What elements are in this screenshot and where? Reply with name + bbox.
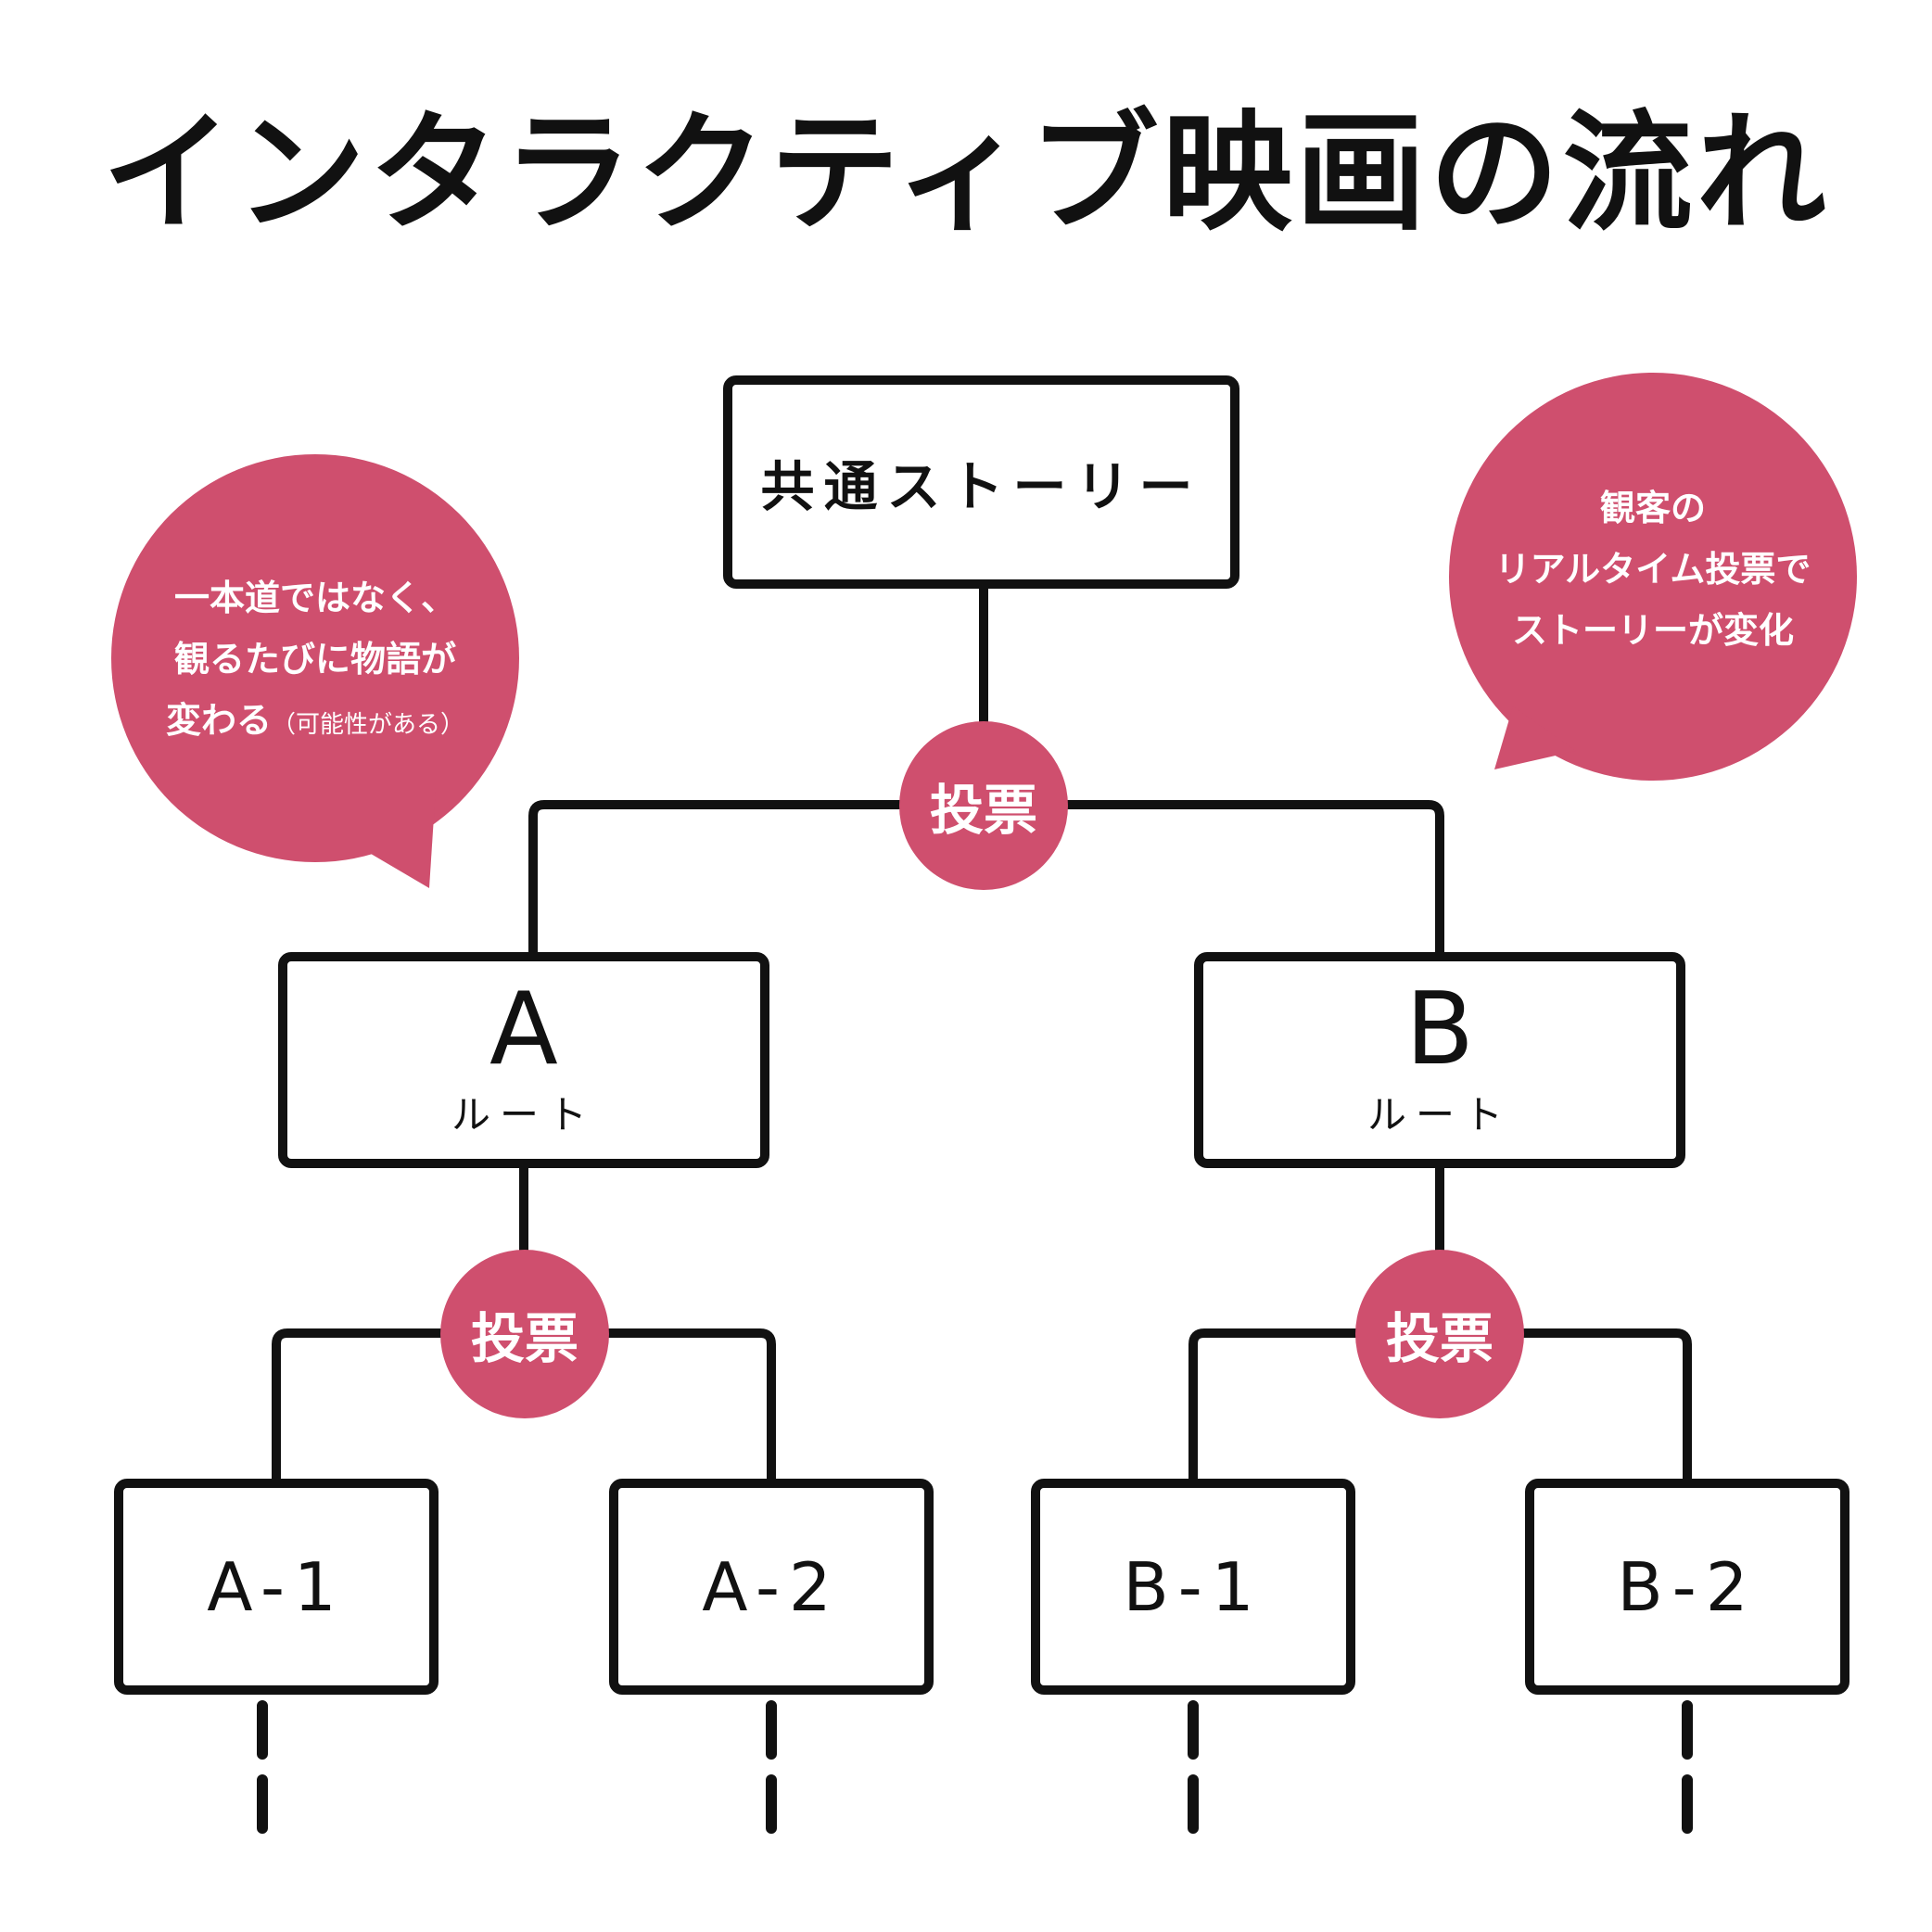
node-a1-label: A-1 [207, 1547, 346, 1626]
bubble-right-line3: ストーリーが変化 [1511, 610, 1794, 651]
node-common-story-label: 共通ストーリー [760, 455, 1202, 518]
node-a1: A-1 [114, 1479, 439, 1695]
node-b2-label: B-2 [1617, 1547, 1758, 1626]
bubble-right-line2: リアルタイム投票で [1494, 549, 1811, 590]
route-b-sub: ルート [1366, 1092, 1512, 1138]
node-common-story: 共通ストーリー [723, 375, 1239, 589]
bubble-left: 一本道ではなく、 観るたびに物語が 変わる（可能性がある） [139, 567, 491, 756]
bubble-left-shape [111, 454, 519, 888]
node-b1-label: B-1 [1123, 1547, 1264, 1626]
node-route-b: B ルート [1194, 952, 1685, 1168]
page-title: インタラクティブ映画の流れ [102, 97, 1830, 249]
bubble-right: 観客の リアルタイム投票で ストーリーが変化 [1468, 477, 1838, 661]
vote-label: 投票 [1385, 1307, 1493, 1370]
node-b1: B-1 [1031, 1479, 1355, 1695]
vote-badge-top: 投票 [899, 721, 1068, 890]
bubble-left-line2: 観るたびに物語が [173, 639, 456, 680]
node-b2: B-2 [1525, 1479, 1849, 1695]
route-a-sub: ルート [451, 1092, 596, 1138]
bubble-left-line1: 一本道ではなく、 [173, 578, 456, 618]
bubble-left-line3-row: 変わる（可能性がある） [139, 690, 491, 756]
node-a2-label: A-2 [702, 1547, 841, 1626]
bubble-left-line3: 変わる [165, 700, 272, 741]
vote-badge-b: 投票 [1355, 1250, 1524, 1418]
route-b-letter: B [1405, 972, 1475, 1087]
bubble-right-line1: 観客の [1599, 488, 1706, 528]
vote-badge-a: 投票 [440, 1250, 609, 1418]
bubble-left-note: （可能性がある） [272, 711, 465, 739]
vote-label: 投票 [929, 779, 1037, 842]
node-route-a: A ルート [278, 952, 769, 1168]
vote-label: 投票 [470, 1307, 578, 1370]
node-a2: A-2 [609, 1479, 934, 1695]
route-a-letter: A [489, 972, 558, 1087]
bubble-right-shape [1449, 373, 1857, 781]
